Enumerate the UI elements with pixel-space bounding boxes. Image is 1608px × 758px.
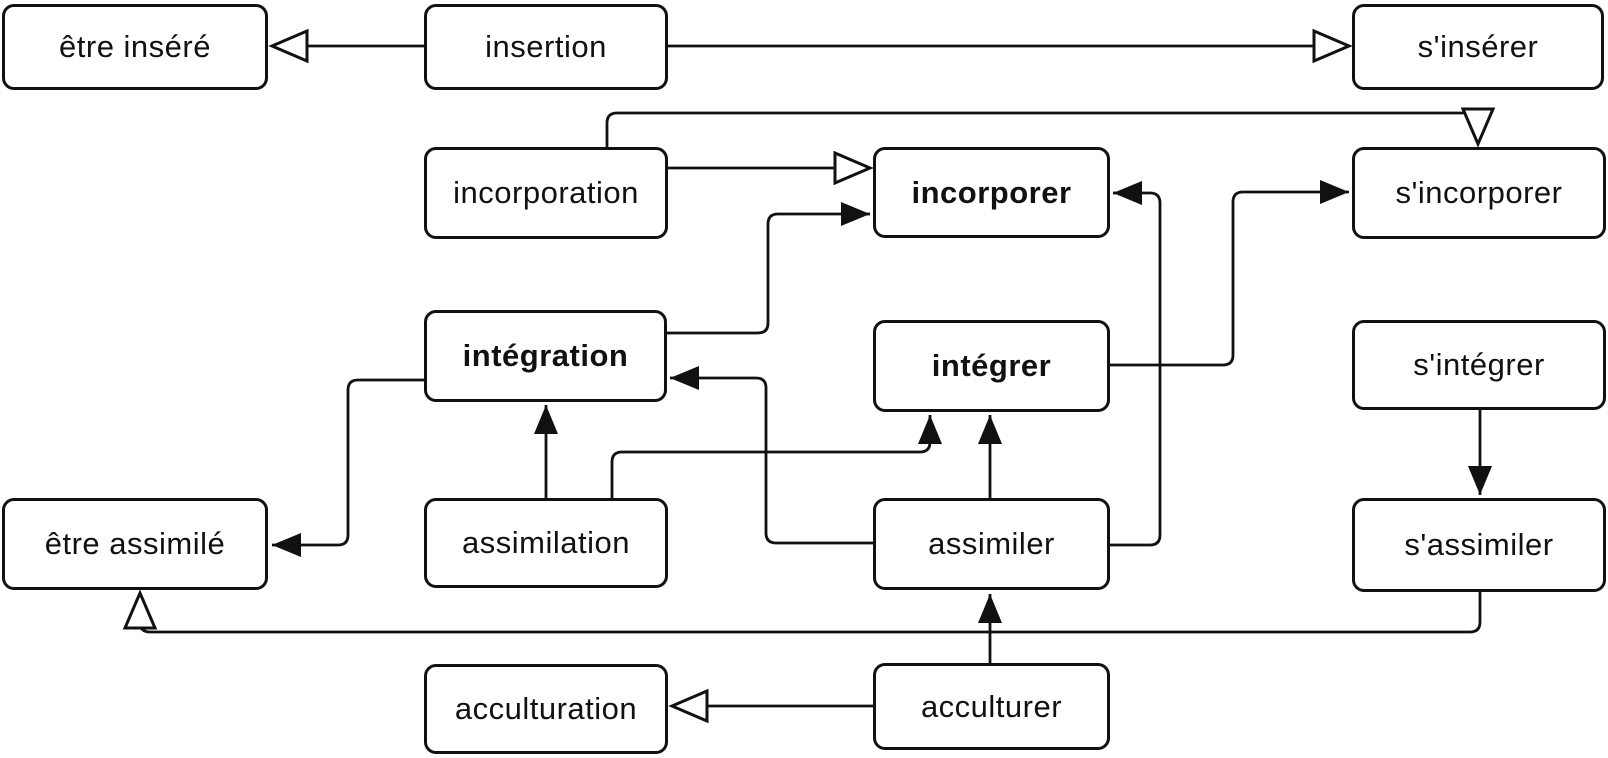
node-assimilation: assimilation	[424, 498, 668, 588]
node-integration: intégration	[424, 310, 667, 402]
edge-integration-to-incorporer	[667, 202, 870, 335]
node-assimiler: assimiler	[873, 498, 1110, 590]
edge-assimiler-to-incorporer	[1110, 181, 1162, 547]
edge-integrer-to-s-incorporer	[1110, 180, 1349, 367]
edge-assimiler-to-integration	[670, 366, 873, 545]
node-etre-assimile: être assimilé	[2, 498, 268, 590]
node-integrer: intégrer	[873, 320, 1110, 412]
node-s-incorporer: s'incorporer	[1352, 147, 1606, 239]
edge-incorporation-to-s-incorporer	[605, 107, 1496, 148]
node-s-integrer: s'intégrer	[1352, 320, 1606, 410]
node-incorporer: incorporer	[873, 147, 1110, 238]
edge-integration-to-etre-assimile	[272, 378, 424, 557]
node-acculturer: acculturer	[873, 663, 1110, 750]
node-incorporation: incorporation	[424, 147, 668, 239]
edge-s-assimiler-to-etre-assimile	[122, 589, 1482, 634]
node-etre-insere: être inséré	[2, 4, 268, 90]
edge-assimilation-to-integrer	[610, 415, 942, 498]
node-insertion: insertion	[424, 4, 668, 90]
node-s-assimiler: s'assimiler	[1352, 498, 1606, 592]
node-s-inserer: s'insérer	[1352, 4, 1604, 90]
node-acculturation: acculturation	[424, 664, 668, 754]
